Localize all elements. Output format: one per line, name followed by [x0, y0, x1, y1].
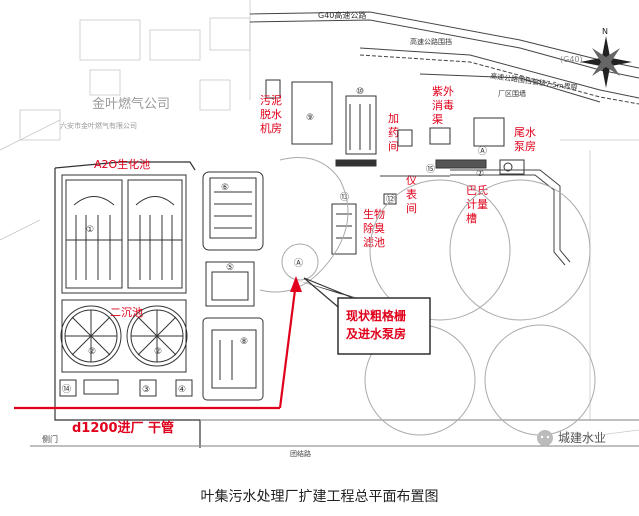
building-9-number: ⑨ [306, 113, 314, 123]
highway-guard-label: 高速公路围挡 [410, 37, 452, 46]
svg-text:N: N [602, 27, 608, 36]
inlet-main-label: d1200进厂 干管 [72, 420, 174, 436]
north-arrow-icon: N [580, 27, 632, 88]
background-features [0, 0, 639, 441]
inlet-main-line [14, 281, 298, 410]
tank-5-number: ⑤ [226, 263, 234, 273]
sludge-dewatering-label: 污泥脱水机房 [260, 94, 282, 135]
inlet-arrow-head [290, 276, 302, 292]
tail-pump-label: 尾水泵房 [514, 126, 536, 153]
secondary-clarifier [60, 299, 188, 373]
watermark-text: 城建水业 [558, 431, 606, 445]
g40-right-label: (G40) [560, 55, 583, 64]
a2o-tank [61, 174, 187, 294]
wechat-icon [537, 430, 553, 446]
tank-8-number: ⑧ [240, 337, 248, 347]
small-buildings [59, 379, 193, 397]
site-plan: G40高速公路 高速公路围挡 高速公路围挡偏移7.5m界限 (G40) 厂区围墙… [0, 0, 639, 458]
middle-tanks [202, 171, 264, 401]
plant-boundary [30, 161, 639, 448]
deodor-label: 生物除臭滤池 [363, 207, 385, 249]
top-buildings [265, 79, 377, 167]
building-15-number: ⑦ [476, 169, 484, 179]
tank-a-number: Ⓐ [294, 258, 303, 269]
building-14-number: ⑮ [426, 164, 435, 175]
pipelines [380, 169, 571, 266]
building-7-number: Ⓐ [478, 146, 487, 157]
company-subname: 六安市金叶燃气有限公司 [60, 121, 137, 130]
a2o-number: ① [86, 225, 94, 235]
instrument-label: 仪表间 [406, 174, 417, 215]
building-3-number: ③ [142, 385, 150, 395]
building-4-number: ④ [178, 385, 186, 395]
company-name: 金叶燃气公司 [92, 96, 170, 112]
dosing-label: 加药间 [388, 112, 399, 153]
uv-label: 紫外消毒渠 [432, 85, 454, 126]
existing-screen-callout [296, 277, 431, 355]
highway-label: G40高速公路 [318, 10, 366, 20]
a2o-label: A2O生化池 [94, 157, 150, 171]
bottom-road-label: 团结路 [290, 449, 311, 458]
process-equipment [331, 117, 525, 255]
caption: 叶集污水处理厂扩建工程总平面布置图 [200, 489, 439, 505]
existing-tanks [259, 157, 596, 436]
tank-6-number: ⑥ [221, 183, 229, 193]
plant-fence-label: 厂区围墙 [498, 89, 526, 98]
clarifier-number-a: ② [88, 347, 96, 357]
side-gate-label: 侧门 [42, 434, 58, 444]
clarifier-label: 二沉池 [110, 306, 143, 319]
highway [249, 11, 639, 105]
existing-screen-label: 现状粗格栅及进水泵房 [346, 308, 406, 341]
building-10-number: ⑩ [356, 87, 364, 97]
clarifier-number-b: ② [154, 347, 162, 357]
building-13-number: ⑭ [62, 384, 71, 395]
building-11-number: ⑫ [386, 194, 395, 205]
building-12-number: ⑬ [340, 192, 349, 203]
